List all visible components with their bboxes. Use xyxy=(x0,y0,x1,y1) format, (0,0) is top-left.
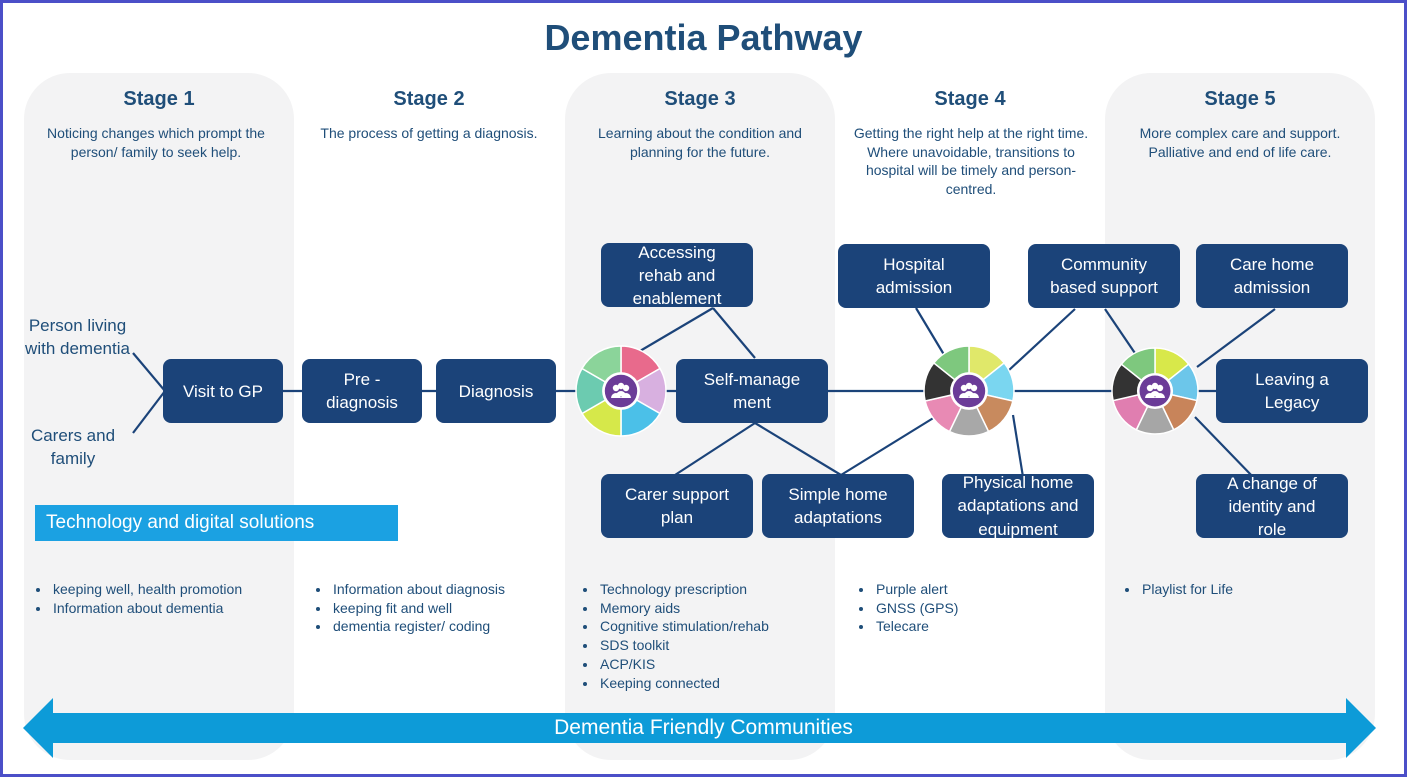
community-based-support-box[interactable]: Community based support xyxy=(1028,244,1180,308)
bullet-item: Playlist for Life xyxy=(1140,580,1233,599)
stage-3-description: Learning about the condition and plannin… xyxy=(598,125,802,160)
stage-5-heading: Stage 5 xyxy=(1204,88,1276,110)
pre-diagnosis-box[interactable]: Pre - diagnosis xyxy=(302,359,422,423)
bullet-item: Technology prescription xyxy=(598,580,769,599)
wheel-segment xyxy=(575,367,623,415)
bullet-item: Keeping connected xyxy=(598,674,769,693)
visit-to-gp-box[interactable]: Visit to GP xyxy=(163,359,283,423)
care-home-admission-box[interactable]: Care home admission xyxy=(1196,244,1348,308)
person-body-icon xyxy=(964,391,974,396)
stage-2-bullets: Information about diagnosis keeping fit … xyxy=(311,580,505,636)
stage-2-heading: Stage 2 xyxy=(393,88,465,110)
technology-banner: Technology and digital solutions xyxy=(35,505,398,541)
person-head-icon xyxy=(617,382,625,390)
person-head-icon xyxy=(970,384,978,392)
stage-2-description: The process of getting a diagnosis. xyxy=(320,125,538,141)
bullet-item: ACP/KIS xyxy=(598,655,769,674)
dementia-friendly-communities-arrow xyxy=(23,698,1376,758)
stage-5-wheel-icon xyxy=(1111,347,1199,435)
stage-1-heading: Stage 1 xyxy=(123,88,195,110)
dementia-friendly-communities-label: Dementia Friendly Communities xyxy=(554,716,853,739)
stage-4-description: Getting the right help at the right time… xyxy=(853,125,1089,197)
person-body-icon xyxy=(1150,391,1160,396)
person-head-icon xyxy=(960,384,968,392)
leaving-a-legacy-box[interactable]: Leaving a Legacy xyxy=(1216,359,1368,423)
bullet-item: Memory aids xyxy=(598,599,769,618)
person-head-icon xyxy=(965,382,973,390)
bullet-item: dementia register/ coding xyxy=(331,617,505,636)
person-living-with-dementia-label: Person living with dementia xyxy=(25,316,130,358)
change-of-identity-box[interactable]: A change of identity and role xyxy=(1196,474,1348,539)
bullet-item: SDS toolkit xyxy=(598,636,769,655)
diagnosis-box[interactable]: Diagnosis xyxy=(436,359,556,423)
bullet-item: Information about dementia xyxy=(51,599,242,618)
bullet-item: keeping fit and well xyxy=(331,599,505,618)
stage-3-wheel-icon xyxy=(575,345,667,437)
bullet-item: Cognitive stimulation/rehab xyxy=(598,617,769,636)
bullet-item: GNSS (GPS) xyxy=(874,599,958,618)
person-head-icon xyxy=(1151,382,1159,390)
person-head-icon xyxy=(1146,384,1154,392)
person-body-icon xyxy=(616,391,626,396)
stage-4-heading: Stage 4 xyxy=(934,88,1006,110)
person-head-icon xyxy=(1156,384,1164,392)
stage-5-description: More complex care and support. Palliativ… xyxy=(1139,125,1341,160)
stage-1-description: Noticing changes which prompt the person… xyxy=(47,125,265,160)
bullet-item: Information about diagnosis xyxy=(331,580,505,599)
bullet-item: Telecare xyxy=(874,617,958,636)
person-head-icon xyxy=(612,384,620,392)
stage-4-bullets: Purple alert GNSS (GPS) Telecare xyxy=(854,580,958,636)
self-management-box[interactable]: Self-management xyxy=(676,359,828,423)
stage-3-heading: Stage 3 xyxy=(664,88,736,110)
carer-support-plan-box[interactable]: Carer support plan xyxy=(601,474,753,538)
wheel-segment xyxy=(619,367,667,415)
stage-1-bullets: keeping well, health promotion Informati… xyxy=(31,580,242,617)
simple-home-adaptations-box[interactable]: Simple home adaptations xyxy=(762,474,914,538)
page-title: Dementia Pathway xyxy=(544,17,863,58)
person-head-icon xyxy=(622,384,630,392)
accessing-rehab-box[interactable]: Accessing rehab and enablement xyxy=(601,243,753,308)
bullet-item: keeping well, health promotion xyxy=(51,580,242,599)
stage-3-bullets: Technology prescription Memory aids Cogn… xyxy=(578,580,769,692)
stage-4-wheel-icon xyxy=(923,345,1015,437)
carers-and-family-label: Carers and family xyxy=(30,426,116,468)
hospital-admission-box[interactable]: Hospital admission xyxy=(838,244,990,308)
physical-home-adaptations-box[interactable]: Physical home adaptations and equipment xyxy=(942,473,1094,539)
stage-5-bullets: Playlist for Life xyxy=(1120,580,1233,599)
bullet-item: Purple alert xyxy=(874,580,958,599)
